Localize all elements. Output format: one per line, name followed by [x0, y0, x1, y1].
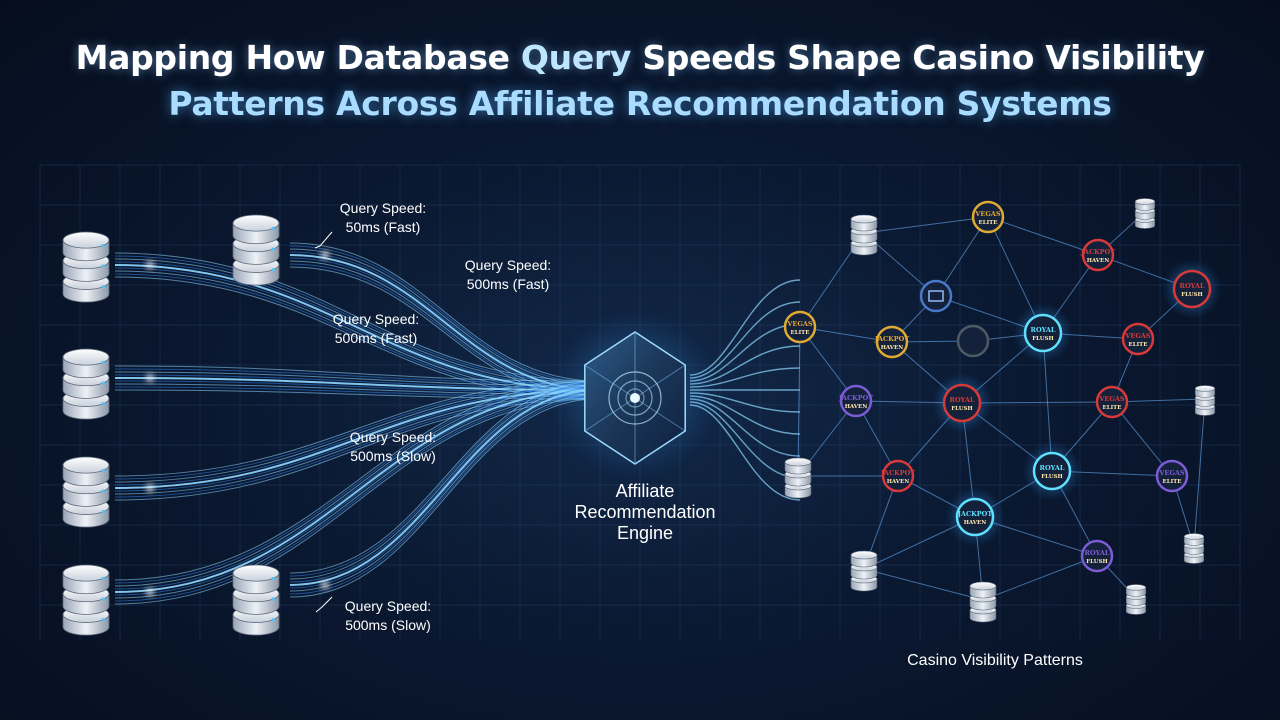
casino-badge-subtext: ELITE	[791, 330, 810, 336]
flow-stream	[114, 380, 601, 605]
query-speed-caption: Query Speed:	[332, 311, 420, 327]
database-icon	[850, 214, 878, 256]
database-icon	[969, 581, 997, 623]
casino-badge-icon	[956, 324, 990, 358]
title-part-2: Speeds Shape Casino Visibility	[631, 38, 1205, 77]
casino-badge-icon: VEGAS ELITE	[1121, 322, 1155, 356]
casino-badge-icon: JACKPOT HAVEN	[838, 384, 873, 418]
casino-badge-subtext: HAVEN	[881, 345, 904, 351]
casino-badge-subtext: HAVEN	[845, 404, 868, 410]
casino-badge-text: JACKPOT	[874, 335, 909, 343]
database-nodes	[62, 214, 280, 636]
casino-badge-subtext: ELITE	[1163, 479, 1182, 485]
casino-badge-icon: ROYAL FLUSH	[1013, 303, 1073, 363]
casino-badge-subtext: FLUSH	[1041, 474, 1062, 480]
casino-badge-text: ROYAL	[1040, 464, 1065, 472]
casino-badge-subtext: HAVEN	[887, 479, 910, 485]
casino-badge-subtext: FLUSH	[1086, 559, 1107, 565]
casino-badge-icon: JACKPOT HAVEN	[1080, 238, 1115, 272]
database-icon	[784, 457, 812, 499]
query-speed-caption: Query Speed:	[344, 598, 432, 614]
title-part-1: Mapping How Database	[75, 38, 521, 77]
database-icon	[1183, 533, 1205, 564]
casino-network-nodes: VEGAS ELITE JACKPOT HAVEN ROYAL FLUSH VEGAS ELI…	[783, 198, 1222, 623]
casino-badge-icon: VEGAS ELITE	[1155, 459, 1189, 493]
database-icon	[62, 456, 110, 528]
query-speed-value: 500ms (Fast)	[466, 276, 550, 292]
casino-badge-text: VEGAS	[1098, 395, 1125, 403]
casino-badge-icon: ROYAL FLUSH	[1162, 259, 1222, 319]
casino-badge-icon: VEGAS ELITE	[783, 310, 817, 344]
database-icon	[1134, 198, 1156, 229]
engine-label-line-3: Engine	[616, 523, 674, 543]
page-title-line-1: Mapping How Database Query Speeds Shape …	[0, 38, 1280, 77]
database-icon	[1194, 385, 1216, 416]
query-speed-caption: Query Speed:	[349, 429, 437, 445]
engine-label-line-1: Affiliate	[615, 481, 675, 501]
query-speed-value: 500ms (Slow)	[345, 617, 431, 633]
label-leader-lines	[314, 231, 333, 613]
casino-badge-subtext: ELITE	[1129, 342, 1148, 348]
database-icon	[62, 231, 110, 303]
casino-badge-text: VEGAS	[1158, 469, 1185, 477]
query-speed-value: 500ms (Fast)	[334, 330, 418, 346]
data-flow-streams	[114, 242, 801, 605]
casino-badge-subtext: ELITE	[1103, 405, 1122, 411]
casino-badge-subtext: ELITE	[979, 220, 998, 226]
engine-label: Affiliate Recommendation Engine	[560, 481, 730, 544]
casino-badge-text: ROYAL	[1085, 549, 1110, 557]
database-icon	[850, 550, 878, 592]
casino-badge-subtext: HAVEN	[964, 520, 987, 526]
casino-badge-icon: VEGAS ELITE	[1095, 385, 1129, 419]
query-speed-caption: Query Speed:	[464, 257, 552, 273]
casino-badge-text: JACKPOT	[838, 394, 873, 402]
database-icon	[1125, 584, 1147, 615]
query-speed-label-3: Query Speed: 500ms (Fast)	[316, 310, 436, 348]
query-speed-label-5: Query Speed: 500ms (Slow)	[328, 597, 448, 635]
query-speed-label-1: Query Speed: 50ms (Fast)	[323, 199, 443, 237]
page-title-line-2: Patterns Across Affiliate Recommendation…	[168, 84, 1112, 123]
casino-badge-icon: JACKPOT HAVEN	[945, 487, 1005, 547]
casino-badge-icon: ROYAL FLUSH	[1022, 441, 1082, 501]
casino-badge-text: JACKPOT	[880, 469, 915, 477]
casino-badge-icon: JACKPOT HAVEN	[874, 325, 909, 359]
title-highlight: Query	[520, 38, 632, 77]
database-icon	[232, 564, 280, 636]
casino-badge-icon: ROYAL FLUSH	[932, 373, 992, 433]
casino-badge-icon: ROYAL FLUSH	[1080, 539, 1114, 573]
engine-label-line-2: Recommendation	[574, 502, 716, 522]
query-speed-caption: Query Speed:	[339, 200, 427, 216]
database-icon	[62, 348, 110, 420]
casino-badge-icon: VEGAS ELITE	[971, 200, 1005, 234]
casino-badge-text: VEGAS	[1124, 332, 1151, 340]
casino-badge-subtext: FLUSH	[951, 406, 972, 412]
database-icon	[232, 214, 280, 286]
casino-visibility-label: Casino Visibility Patterns	[907, 652, 1083, 669]
casino-badge-text: JACKPOT	[957, 510, 992, 518]
casino-badge-text: VEGAS	[974, 210, 1001, 218]
flow-stream	[289, 380, 601, 598]
flow-stream	[114, 365, 601, 400]
casino-badge-text: ROYAL	[1180, 282, 1205, 290]
recommendation-engine-icon	[550, 310, 720, 480]
query-speed-value: 50ms (Fast)	[345, 219, 421, 235]
casino-badge-icon	[919, 279, 953, 313]
casino-badge-text: JACKPOT	[1080, 248, 1115, 256]
query-speed-value: 500ms (Slow)	[350, 448, 436, 464]
casino-badge-subtext: HAVEN	[1087, 258, 1110, 264]
query-speed-label-4: Query Speed: 500ms (Slow)	[333, 428, 453, 466]
database-icon	[62, 564, 110, 636]
casino-badge-text: ROYAL	[950, 396, 975, 404]
casino-badge-subtext: FLUSH	[1032, 336, 1053, 342]
casino-badge-subtext: FLUSH	[1181, 292, 1202, 298]
casino-badge-text: VEGAS	[786, 320, 813, 328]
casino-badge-text: ROYAL	[1031, 326, 1056, 334]
query-speed-label-2: Query Speed: 500ms (Fast)	[448, 256, 568, 294]
casino-badge-icon: JACKPOT HAVEN	[880, 459, 915, 493]
